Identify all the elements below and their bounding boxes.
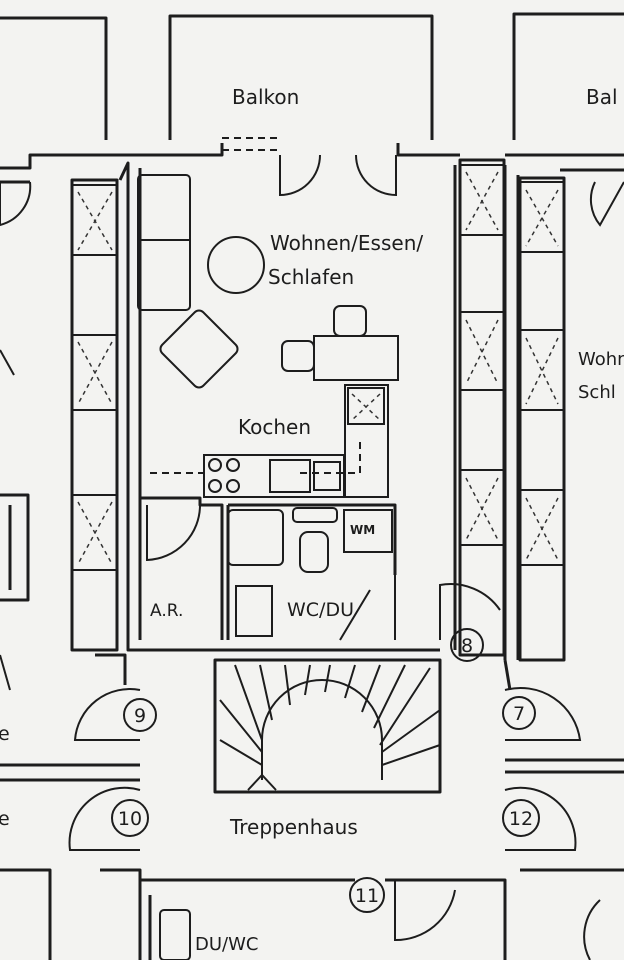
washing-machine-box (343, 509, 393, 553)
label-wohnen-essen: Wohnen/Essen/ (270, 231, 423, 255)
balcony-walls (0, 12, 624, 140)
svg-text:7: 7 (513, 703, 525, 725)
label-schlafen: Schlafen (268, 265, 354, 289)
shower (235, 585, 273, 637)
label-neighbor-schl: Schl (578, 382, 616, 403)
stairs (213, 658, 442, 794)
door-number-11: 11 (349, 877, 385, 913)
label-wc-du: WC/DU (287, 599, 354, 621)
dining-table (207, 236, 265, 294)
svg-text:9: 9 (134, 705, 146, 727)
svg-text:8: 8 (461, 635, 473, 657)
door-number-10: 10 (111, 799, 149, 837)
label-kochen: Kochen (238, 415, 311, 439)
furniture (137, 174, 399, 498)
toilet (299, 531, 329, 573)
label-left-cut-1: e (0, 723, 10, 745)
label-neighbor-wohn: Wohn (578, 349, 624, 370)
fridge (347, 387, 385, 425)
label-left-cut-2: e (0, 808, 10, 830)
label-wm: WM (350, 523, 375, 537)
label-ar: A.R. (150, 601, 183, 621)
svg-text:10: 10 (118, 808, 142, 830)
window-strips (70, 158, 566, 662)
svg-text:11: 11 (355, 885, 379, 907)
door-number-7: 7 (502, 696, 536, 730)
door-number-9: 9 (123, 698, 157, 732)
label-treppenhaus: Treppenhaus (229, 815, 358, 839)
desk (313, 335, 399, 381)
door-number-8: 8 (450, 628, 484, 662)
svg-text:12: 12 (509, 808, 533, 830)
inner-walls (140, 496, 501, 641)
label-balkon-right: Bal (586, 85, 618, 109)
corridor-walls (68, 653, 624, 960)
kitchen-counter (203, 454, 345, 498)
label-balkon: Balkon (232, 85, 299, 109)
armchair (159, 309, 239, 389)
label-du-wc: DU/WC (195, 934, 258, 955)
outer-walls (0, 137, 624, 660)
door-number-12: 12 (502, 799, 540, 837)
left-neighbor (0, 349, 140, 960)
